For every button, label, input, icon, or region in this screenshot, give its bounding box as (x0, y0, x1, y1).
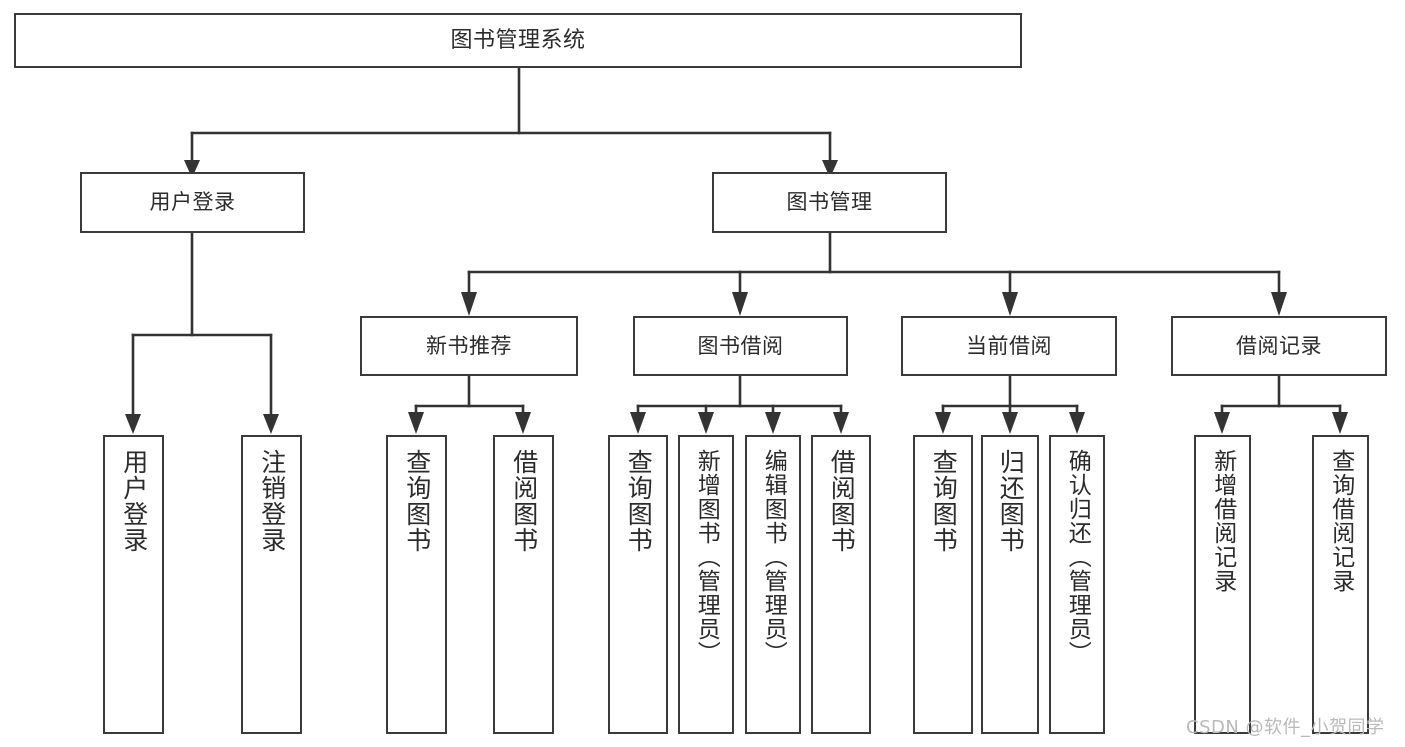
node-label: 确认归还（管理员） (1064, 449, 1091, 665)
leaf-current-query-book[interactable]: 查询图书 (913, 435, 973, 734)
node-label: 新增图书（管理员） (693, 449, 720, 665)
leaf-user-logout[interactable]: 注销登录 (241, 435, 302, 734)
node-label: 用户登录 (149, 190, 236, 215)
node-user-login[interactable]: 用户登录 (80, 172, 305, 233)
leaf-current-return-book[interactable]: 归还图书 (981, 435, 1039, 734)
node-label: 编辑图书（管理员） (760, 449, 787, 665)
node-label: 查询借阅记录 (1327, 449, 1354, 593)
node-book-borrowing[interactable]: 图书借阅 (633, 316, 848, 376)
leaf-recommend-query-book[interactable]: 查询图书 (386, 435, 447, 734)
leaf-borrow-query-book[interactable]: 查询图书 (608, 435, 668, 734)
leaf-borrow-lend-book[interactable]: 借阅图书 (811, 435, 871, 734)
node-label: 图书管理系统 (450, 27, 586, 53)
node-label: 当前借阅 (966, 333, 1052, 358)
node-label: 归还图书 (996, 449, 1026, 553)
node-book-management[interactable]: 图书管理 (712, 172, 947, 233)
node-label: 查询图书 (624, 449, 654, 553)
node-label: 图书借阅 (697, 333, 784, 358)
node-label: 新增借阅记录 (1209, 449, 1236, 593)
node-current-borrowing[interactable]: 当前借阅 (901, 316, 1117, 376)
node-borrowing-records[interactable]: 借阅记录 (1171, 316, 1387, 376)
node-label: 查询图书 (402, 449, 432, 553)
node-label: 借阅图书 (509, 449, 539, 553)
leaf-recommend-borrow-book[interactable]: 借阅图书 (493, 435, 554, 734)
node-label: 注销登录 (257, 449, 287, 553)
node-label: 查询图书 (929, 449, 959, 553)
leaf-borrow-add-book-admin[interactable]: 新增图书（管理员） (678, 435, 734, 734)
node-new-book-recommendation[interactable]: 新书推荐 (360, 316, 578, 376)
node-label: 借阅图书 (827, 449, 857, 553)
leaf-user-login[interactable]: 用户登录 (103, 435, 164, 734)
node-label: 新书推荐 (426, 333, 512, 358)
node-root-book-management-system[interactable]: 图书管理系统 (14, 13, 1022, 68)
node-label: 图书管理 (786, 190, 873, 215)
node-label: 用户登录 (119, 449, 149, 553)
leaf-record-query-borrow-record[interactable]: 查询借阅记录 (1312, 435, 1369, 734)
leaf-record-add-borrow-record[interactable]: 新增借阅记录 (1194, 435, 1251, 734)
leaf-current-confirm-return-admin[interactable]: 确认归还（管理员） (1049, 435, 1105, 734)
leaf-borrow-edit-book-admin[interactable]: 编辑图书（管理员） (745, 435, 801, 734)
node-label: 借阅记录 (1236, 333, 1322, 358)
